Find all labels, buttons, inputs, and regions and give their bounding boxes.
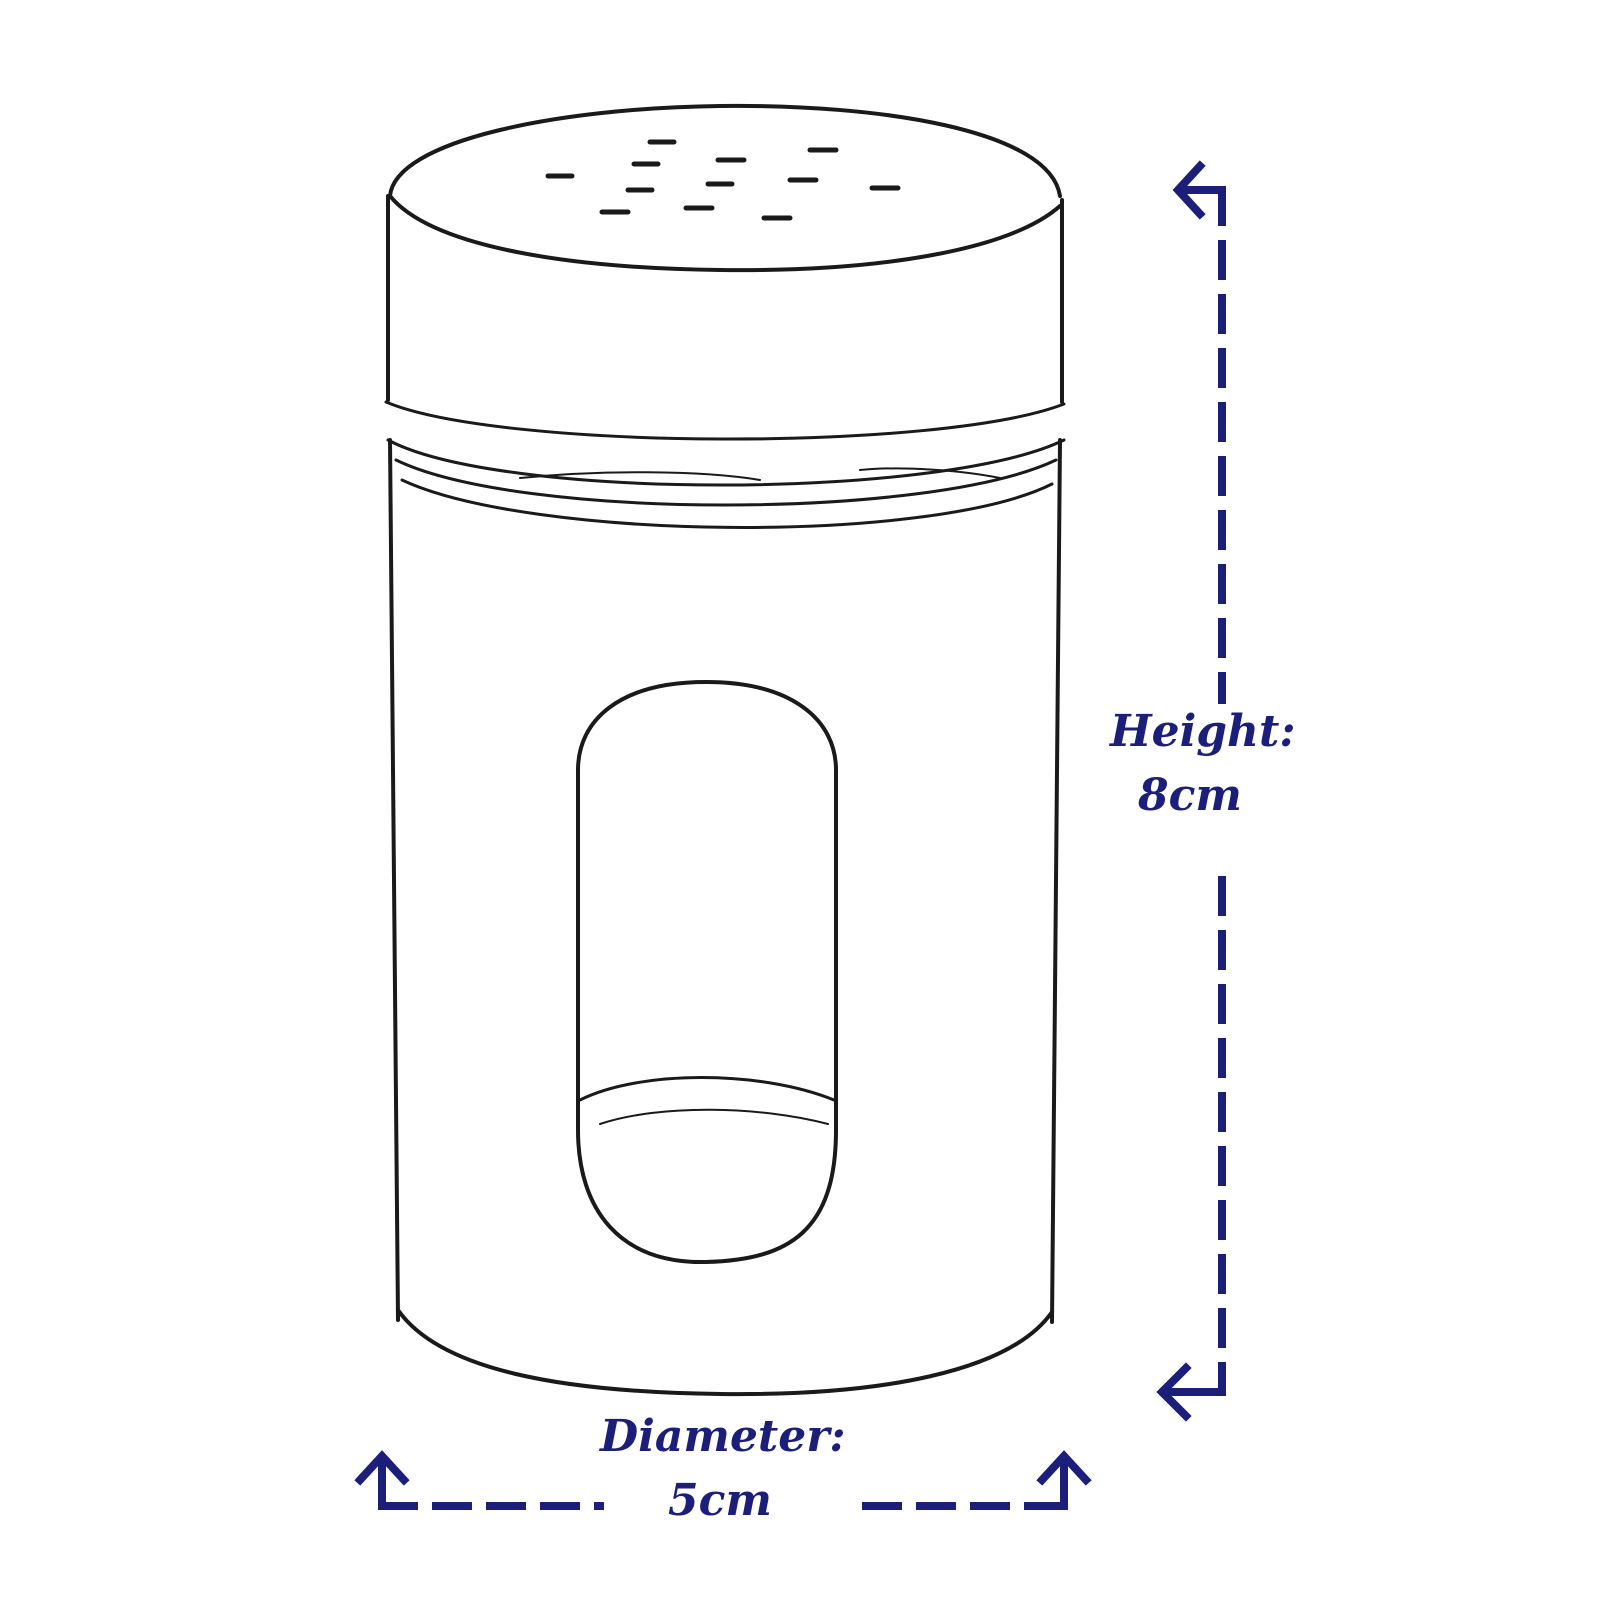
diameter-label-text: Diameter: [600, 1411, 846, 1462]
lid-top-rim [388, 103, 1062, 198]
diameter-value: 5cm [668, 1474, 772, 1526]
height-value: 8cm [1138, 769, 1242, 821]
lid-bottom-edge [384, 400, 1066, 441]
shaker-jar-outline [384, 103, 1066, 1397]
jar-right-side [1050, 438, 1062, 1324]
jar-neck [394, 458, 1058, 529]
diameter-arrow-icon [354, 1450, 1092, 1510]
height-label: Height: 8cm [1110, 700, 1296, 828]
window-outline [576, 680, 838, 1265]
lid-band-edge [386, 438, 1066, 487]
height-arrow-icon [1156, 160, 1226, 1422]
shaker-holes [545, 139, 901, 221]
jar-body [388, 438, 1062, 1397]
jar-left-side [388, 438, 400, 1322]
height-label-text: Height: [1110, 706, 1296, 757]
lid-top-front [388, 194, 1062, 273]
jar-window [576, 680, 838, 1265]
window-fill-line [578, 1076, 836, 1102]
jar-base [396, 1308, 1054, 1397]
shaker-lid [384, 103, 1066, 487]
diameter-label: Diameter: 5cm [600, 1405, 846, 1533]
